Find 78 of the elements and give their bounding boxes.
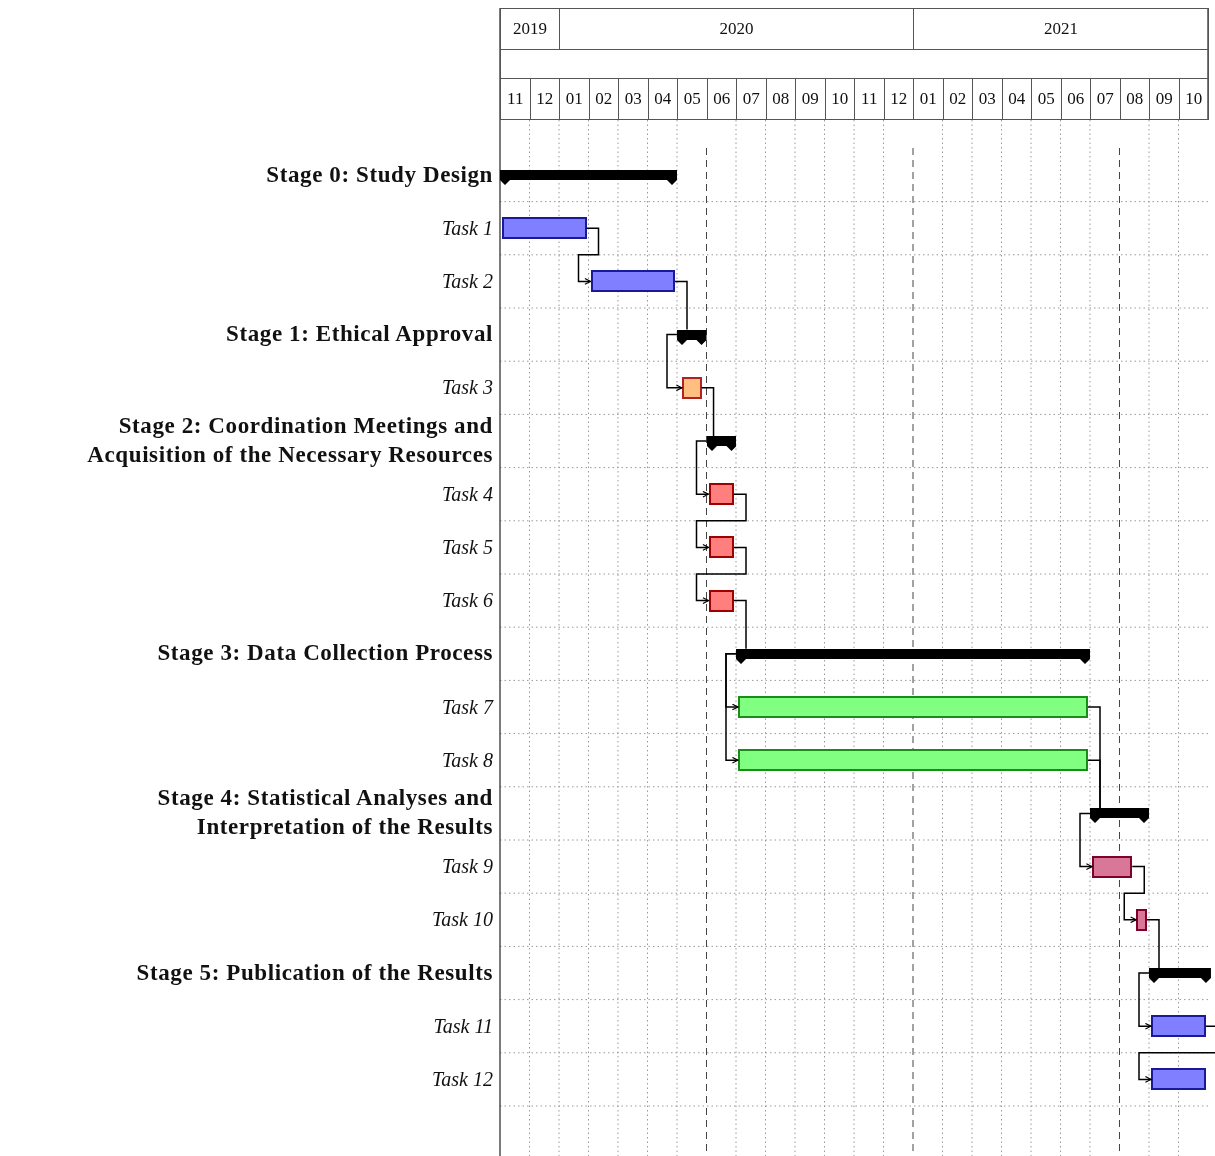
month-label: 10: [1178, 78, 1209, 120]
dependency-line: [674, 280, 688, 331]
dependency-arrow: [1079, 812, 1093, 870]
task-label: Task 2: [441, 269, 493, 293]
month-label: 06: [706, 78, 737, 120]
task-label: Task 11: [432, 1014, 493, 1038]
month-label: 03: [618, 78, 649, 120]
year-label: 2021: [913, 8, 1209, 50]
task-bar: [1136, 908, 1147, 931]
stage-label: Stage 1: Ethical Approval: [225, 320, 493, 349]
task-label: Task 3: [441, 376, 493, 400]
dependency-arrow: [1138, 1025, 1215, 1083]
month-label: 07: [736, 78, 767, 120]
month-label: 04: [647, 78, 678, 120]
stage-bar: [1149, 968, 1211, 984]
stage-label: Stage 5: Publication of the Results: [135, 958, 493, 987]
stage-bar: [706, 436, 736, 452]
stage-bar: [500, 170, 677, 186]
task-label: Task 7: [441, 695, 493, 719]
month-label: 12: [883, 78, 914, 120]
dependency-line: [1146, 919, 1160, 969]
year-label: 2020: [559, 8, 914, 50]
month-label: 01: [559, 78, 590, 120]
month-label: 05: [1031, 78, 1062, 120]
task-bar: [708, 536, 734, 559]
year-label: 2019: [500, 8, 560, 50]
task-label: Task 4: [441, 482, 493, 506]
stage-label: Stage 2: Coordination Meetings and Acquisition of the Necessary Resources: [86, 412, 493, 469]
month-label: 05: [677, 78, 708, 120]
dependency-arrow: [577, 227, 600, 285]
month-label: 09: [795, 78, 826, 120]
month-label: 01: [913, 78, 944, 120]
task-label: Task 1: [441, 216, 493, 240]
task-label: Task 6: [441, 589, 493, 613]
dependency-line: [1087, 759, 1101, 810]
month-label: 07: [1090, 78, 1121, 120]
task-bar: [1151, 1068, 1206, 1091]
month-label: 11: [854, 78, 885, 120]
month-label: 08: [765, 78, 796, 120]
month-label: 08: [1119, 78, 1150, 120]
task-bar: [1092, 855, 1133, 878]
month-label: 10: [824, 78, 855, 120]
dependency-line: [700, 387, 715, 437]
dependency-arrow: [1138, 972, 1152, 1030]
task-bar: [502, 217, 587, 240]
stage-label: Stage 3: Data Collection Process: [156, 639, 493, 668]
task-bar: [738, 749, 1088, 772]
dependency-arrow: [695, 493, 747, 551]
month-label: 09: [1149, 78, 1180, 120]
task-bar: [1151, 1015, 1206, 1038]
task-bar: [590, 270, 675, 293]
dependency-arrow: [666, 333, 683, 392]
task-bar: [738, 696, 1088, 718]
dependency-arrow: [1123, 865, 1145, 924]
stage-bar: [1090, 808, 1149, 825]
task-label: Task 9: [441, 855, 493, 879]
stage-bar: [677, 329, 707, 346]
dependency-arrow: [725, 653, 739, 764]
task-label: Task 10: [431, 908, 493, 932]
task-label: Task 8: [441, 748, 493, 772]
month-label: 02: [588, 78, 619, 120]
stage-bar: [736, 648, 1090, 665]
month-label: 12: [529, 78, 560, 120]
month-label: 04: [1001, 78, 1032, 120]
stage-label: Stage 0: Study Design: [265, 160, 493, 189]
month-label: 02: [942, 78, 973, 120]
dependency-arrow: [695, 440, 710, 498]
month-label: 03: [972, 78, 1003, 120]
task-bar: [708, 589, 734, 612]
dependency-line: [733, 599, 747, 650]
dependency-arrow: [695, 546, 747, 604]
month-label: 11: [500, 78, 531, 120]
task-bar: [708, 483, 734, 506]
task-label: Task 5: [441, 535, 493, 559]
stage-label: Stage 4: Statistical Analyses and Interpretation of the Results: [156, 784, 493, 842]
task-label: Task 12: [431, 1067, 493, 1091]
month-label: 06: [1060, 78, 1091, 120]
task-bar: [681, 376, 702, 399]
